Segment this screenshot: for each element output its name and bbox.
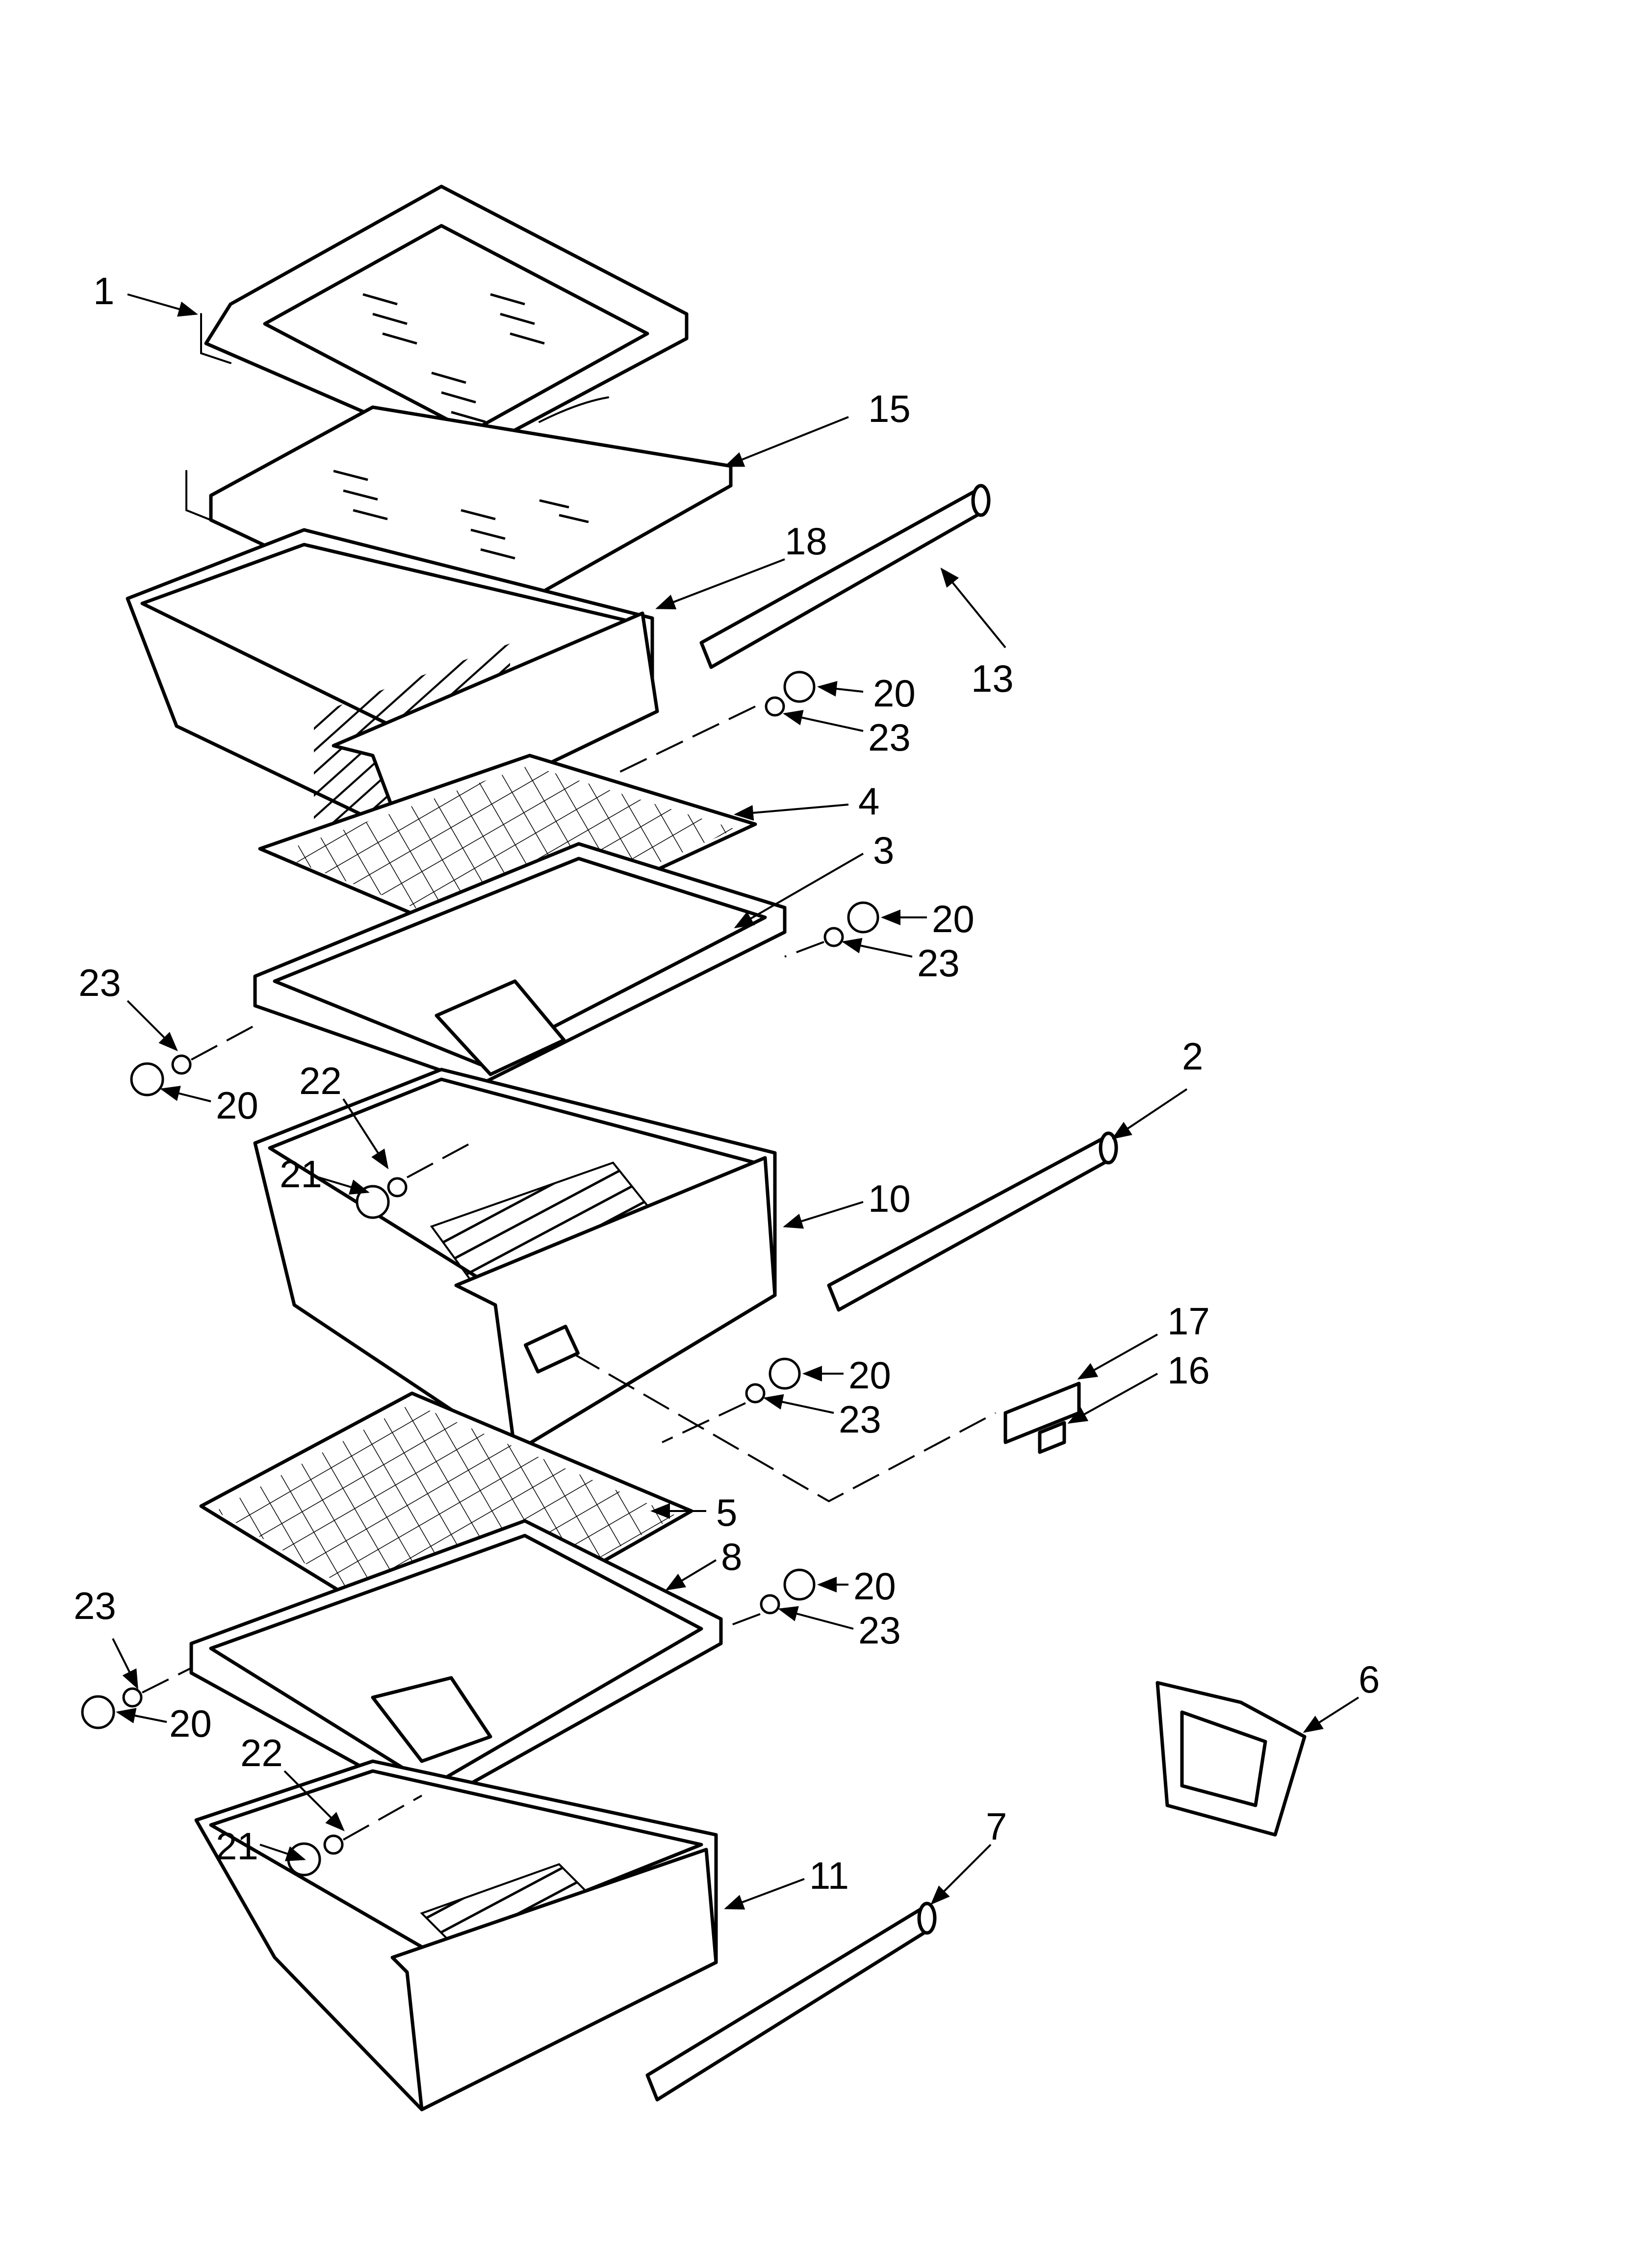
leader-lines xyxy=(112,293,1360,1910)
callout-20-d: 20 xyxy=(848,1354,891,1397)
crisper-drawer-part-10 xyxy=(253,1068,777,1454)
crisper-drawer-part-11 xyxy=(194,1759,718,2112)
callout-13: 13 xyxy=(971,657,1014,700)
callout-23-a: 23 xyxy=(868,716,911,759)
label-holder-part-6 xyxy=(1155,1681,1307,1837)
shelf-frame-part-1 xyxy=(200,184,689,458)
callout-10: 10 xyxy=(868,1177,911,1220)
humidity-control-parts-16-17 xyxy=(1003,1382,1081,1454)
callout-11: 11 xyxy=(809,1854,849,1897)
callout-8: 8 xyxy=(721,1535,742,1578)
shelf-frame-part-8 xyxy=(189,1519,723,1807)
rail-part-2 xyxy=(827,1131,1118,1312)
callout-21-a: 21 xyxy=(280,1152,322,1196)
crisper-drawer-part-18 xyxy=(126,528,659,836)
callout-20-c: 20 xyxy=(216,1084,258,1127)
callout-3: 3 xyxy=(873,829,894,872)
callout-17: 17 xyxy=(1167,1300,1210,1343)
callout-7: 7 xyxy=(986,1805,1007,1848)
callout-16: 16 xyxy=(1167,1349,1210,1392)
rail-part-13 xyxy=(699,484,991,669)
callout-23-f: 23 xyxy=(74,1584,116,1627)
callout-6: 6 xyxy=(1359,1658,1380,1701)
callout-15: 15 xyxy=(868,387,911,430)
callout-23-b: 23 xyxy=(917,941,960,985)
callout-21-b: 21 xyxy=(216,1825,258,1868)
callout-4: 4 xyxy=(858,780,879,823)
callout-20-a: 20 xyxy=(873,672,916,715)
rail-part-7 xyxy=(645,1902,937,2102)
callout-20-f: 20 xyxy=(169,1702,212,1745)
callout-23-d: 23 xyxy=(839,1398,881,1441)
callout-18: 18 xyxy=(785,520,827,563)
callout-23-e: 23 xyxy=(858,1609,901,1652)
callout-22-a: 22 xyxy=(299,1059,342,1102)
callout-labels: 1 15 18 13 20 23 4 3 20 23 23 20 22 21 2… xyxy=(74,269,1380,1897)
callout-1: 1 xyxy=(93,269,114,313)
callout-20-b: 20 xyxy=(932,897,975,940)
callout-2: 2 xyxy=(1182,1035,1203,1078)
assembly-lines xyxy=(142,705,996,1841)
callout-20-e: 20 xyxy=(853,1564,896,1608)
callout-5: 5 xyxy=(716,1491,737,1534)
callout-23-c: 23 xyxy=(78,961,121,1004)
shelf-frame-part-3 xyxy=(253,842,787,1086)
callout-22-b: 22 xyxy=(240,1731,283,1774)
